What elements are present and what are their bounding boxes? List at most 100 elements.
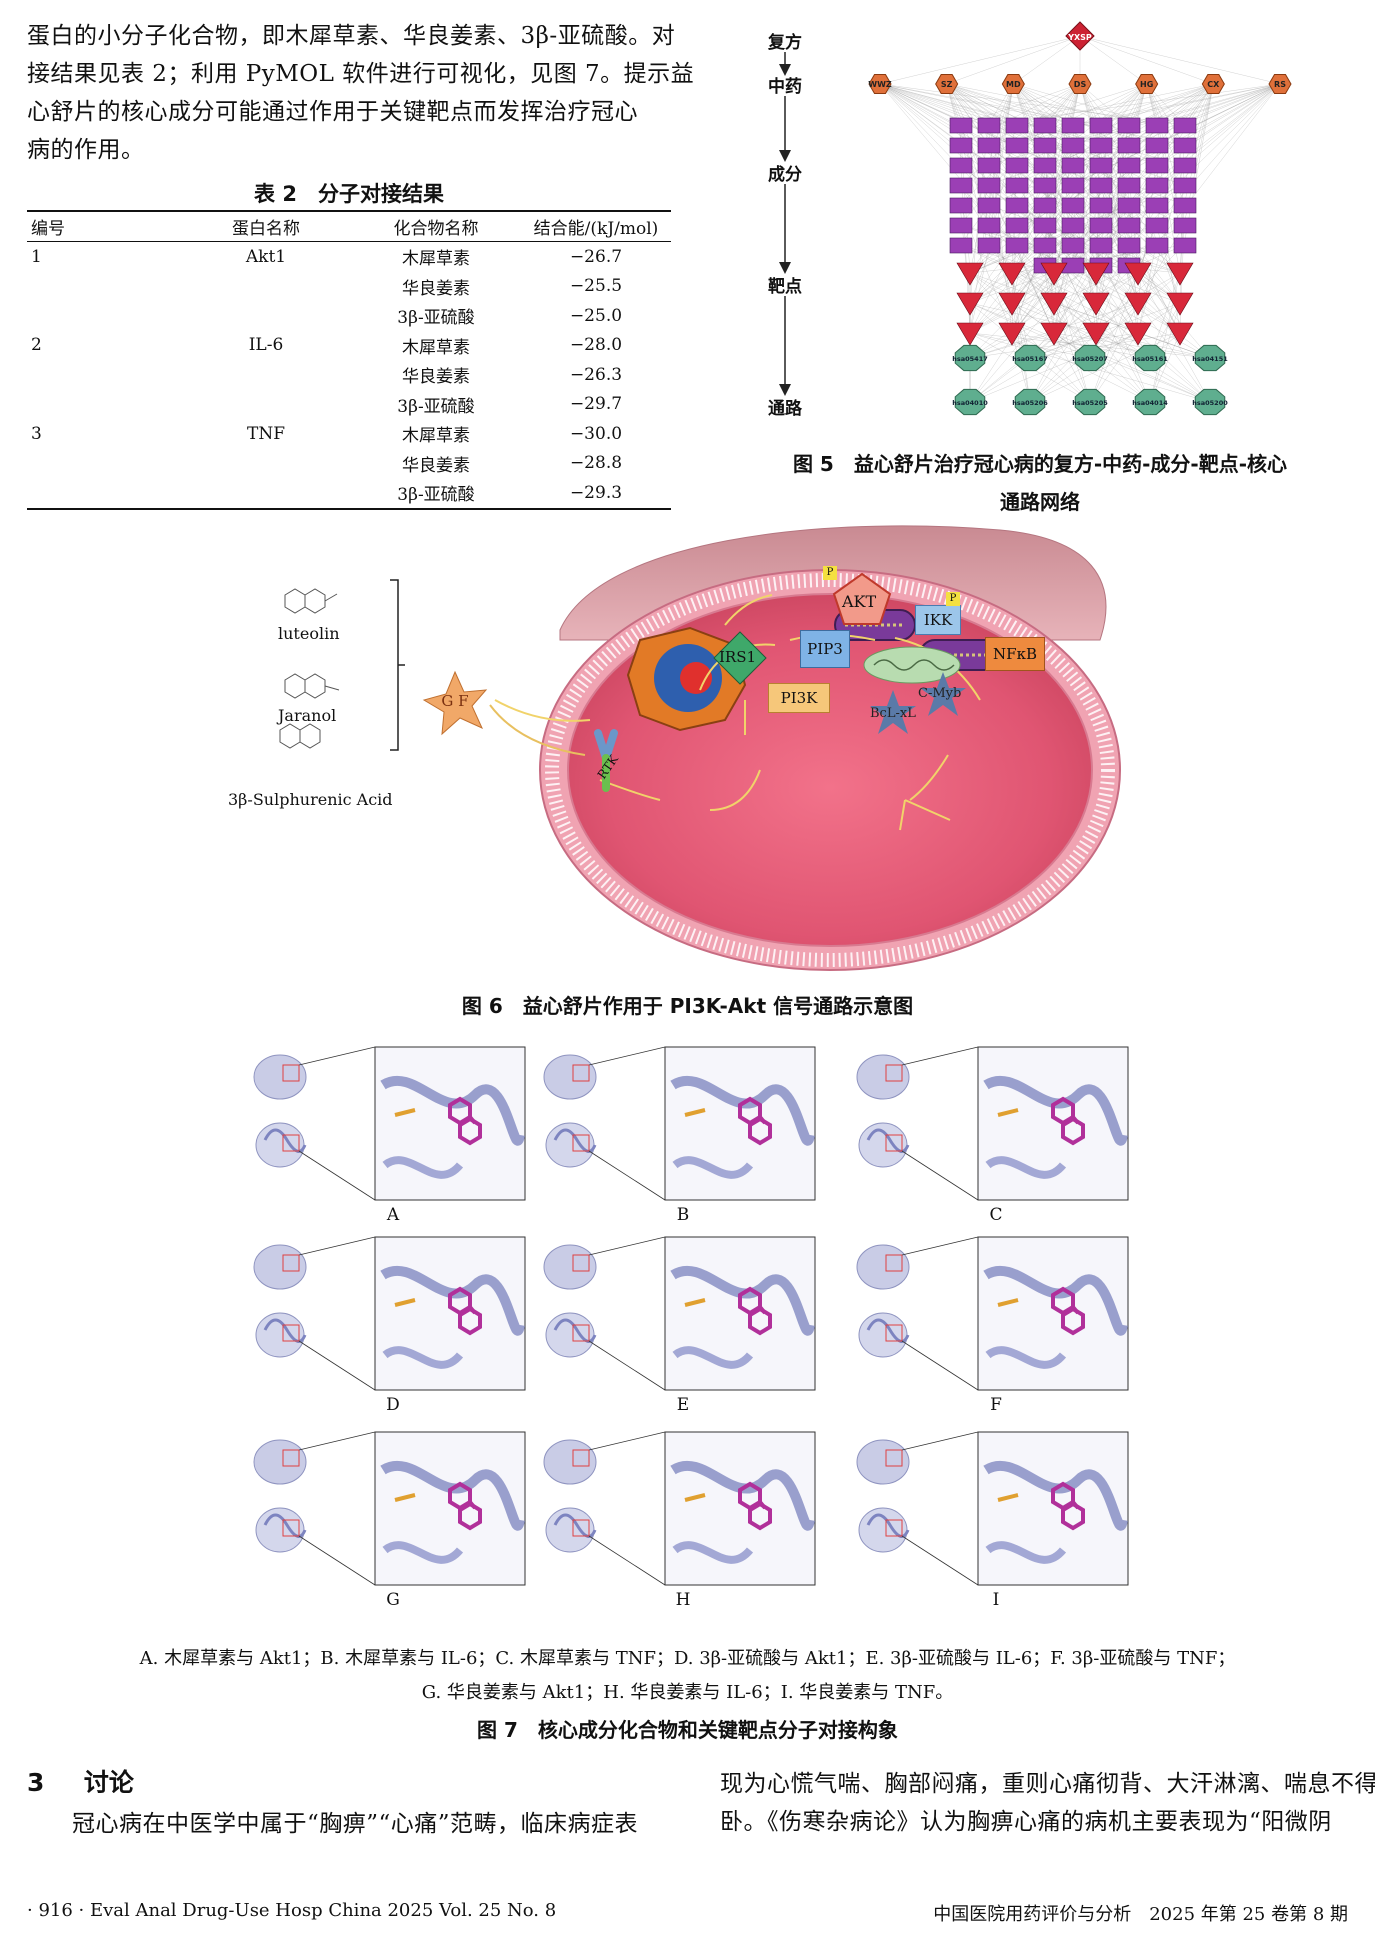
- ingredient-node: [1061, 177, 1085, 194]
- pathway-node-label: hsa04010: [952, 399, 988, 407]
- cell-energy: −28.8: [569, 453, 623, 474]
- ingredient-node: [1173, 117, 1197, 134]
- molecule-label-luteolin: luteolin: [278, 624, 340, 643]
- ingredient-node: [1033, 157, 1057, 174]
- nucleus: [626, 626, 747, 732]
- cell-id: 1: [31, 246, 42, 267]
- target-node: [998, 262, 1026, 286]
- table-header-row: 编号 蛋白名称 化合物名称 结合能/(kJ/mol): [27, 211, 671, 242]
- cell-protein: Akt1: [245, 246, 287, 267]
- herb-node: [1001, 73, 1025, 95]
- cell-energy: −30.0: [569, 423, 623, 444]
- cell-id: [27, 449, 181, 479]
- herb-node: [1201, 73, 1225, 95]
- node-nfkb: NFκB: [985, 637, 1045, 671]
- ingredient-node: [1145, 237, 1169, 254]
- section-title: 讨论: [83, 1768, 134, 1797]
- cell-compound: 3β-亚硫酸: [351, 478, 521, 510]
- ingredient-node: [977, 137, 1001, 154]
- ingredient-node: [1005, 177, 1029, 194]
- docking-panel: [245, 1430, 545, 1610]
- herb-node-label: RS: [1274, 80, 1286, 89]
- ingredient-node: [1005, 117, 1029, 134]
- ingredient-node: [949, 157, 973, 174]
- ingredient-node: [1061, 197, 1085, 214]
- cell-protein: TNF: [246, 423, 285, 444]
- dna-ellipse-icon: [863, 646, 961, 684]
- pathway-node-label: hsa05200: [1192, 399, 1228, 407]
- ingredient-node: [977, 217, 1001, 234]
- pathway-node: [1194, 344, 1226, 372]
- ingredient-node: [1145, 157, 1169, 174]
- level-label-target: 靶点: [768, 277, 802, 297]
- pathway-node-label: hsa05207: [1072, 355, 1108, 363]
- docking-panel-image: [856, 1046, 1129, 1201]
- ingredient-node: [1117, 177, 1141, 194]
- section-heading: 3 讨论: [27, 1763, 134, 1799]
- ingredient-node: [1005, 237, 1029, 254]
- herb-node: [868, 73, 892, 95]
- cell-compound: 华良姜素: [402, 278, 470, 299]
- figure6-nodes: G F RTK IRS1 PI3K PIP3 AKT P IKK P NFκB …: [0, 520, 1375, 980]
- ingredient-node: [1173, 237, 1197, 254]
- table-row: 3β-亚硫酸−29.7: [27, 390, 671, 420]
- panel-label: D: [386, 1395, 400, 1415]
- cell-energy: −29.3: [521, 478, 671, 510]
- cell-compound: 华良姜素: [402, 367, 470, 388]
- table-row: 3β-亚硫酸−25.0: [27, 301, 671, 331]
- cell-energy: −28.0: [569, 335, 623, 356]
- pathway-node: [1074, 344, 1106, 372]
- table-row: 华良姜素−25.5: [27, 272, 671, 302]
- target-node: [1040, 292, 1068, 316]
- intro-line: 蛋白的小分子化合物，即木犀草素、华良姜素、3β-亚硫酸。对: [27, 23, 676, 49]
- target-node: [1040, 322, 1068, 346]
- target-node: [998, 292, 1026, 316]
- pathway-node: [954, 344, 986, 372]
- herb-node-label: SZ: [941, 80, 953, 89]
- cell-id: [27, 301, 181, 331]
- docking-panel-image: [253, 1236, 526, 1391]
- level-arrows: [779, 52, 791, 396]
- cell-id: [27, 390, 181, 420]
- cmyb-star-icon: [920, 672, 966, 716]
- docking-panel: [245, 1235, 545, 1415]
- cell-protein: [181, 360, 351, 390]
- ingredient-node: [1173, 157, 1197, 174]
- ingredient-node: [977, 157, 1001, 174]
- ingredient-node: [1089, 217, 1113, 234]
- docking-panel: [848, 1045, 1148, 1225]
- intro-line: 心舒片的核心成分可能通过作用于关键靶点而发挥治疗冠心: [27, 99, 638, 125]
- target-node: [956, 322, 984, 346]
- node-irs1: IRS1: [719, 648, 757, 666]
- section3-left-text: 冠心病在中医学中属于“胸痹”“心痛”范畴，临床病症表: [72, 1811, 639, 1837]
- panel-label: H: [675, 1590, 691, 1610]
- ingredient-node: [1033, 177, 1057, 194]
- section3-right-line: 卧。《伤寒杂病论》认为胸痹心痛的病机主要表现为“阳微阴: [720, 1809, 1332, 1835]
- docking-panel-image: [253, 1046, 526, 1201]
- akt-shape: [832, 572, 892, 625]
- target-node: [998, 322, 1026, 346]
- cell-compound: 木犀草素: [402, 426, 470, 447]
- herb-node: [935, 73, 959, 95]
- pathway-node: [1134, 344, 1166, 372]
- level-label-formula: 复方: [768, 33, 802, 53]
- molecule-label-jaranol: Jaranol: [278, 706, 337, 725]
- cell-compound: 木犀草素: [402, 337, 470, 358]
- herb-node-label: CX: [1207, 80, 1220, 89]
- target-node: [1082, 292, 1110, 316]
- target-node: [1124, 262, 1152, 286]
- section3-right-line: 现为心慌气喘、胸部闷痛，重则心痛彻背、大汗淋漓、喘息不得: [720, 1771, 1375, 1797]
- target-node: [956, 262, 984, 286]
- ingredient-node: [1117, 117, 1141, 134]
- ingredient-node: [1173, 217, 1197, 234]
- col-header-energy: 结合能/(kJ/mol): [521, 211, 671, 242]
- docking-panel-image: [543, 1046, 816, 1201]
- gf-star-icon: [422, 670, 488, 736]
- pathway-node: [1014, 388, 1046, 416]
- herb-node-label: MD: [1006, 80, 1021, 89]
- cell-energy: −29.7: [569, 394, 623, 415]
- docking-panel: [245, 1045, 545, 1225]
